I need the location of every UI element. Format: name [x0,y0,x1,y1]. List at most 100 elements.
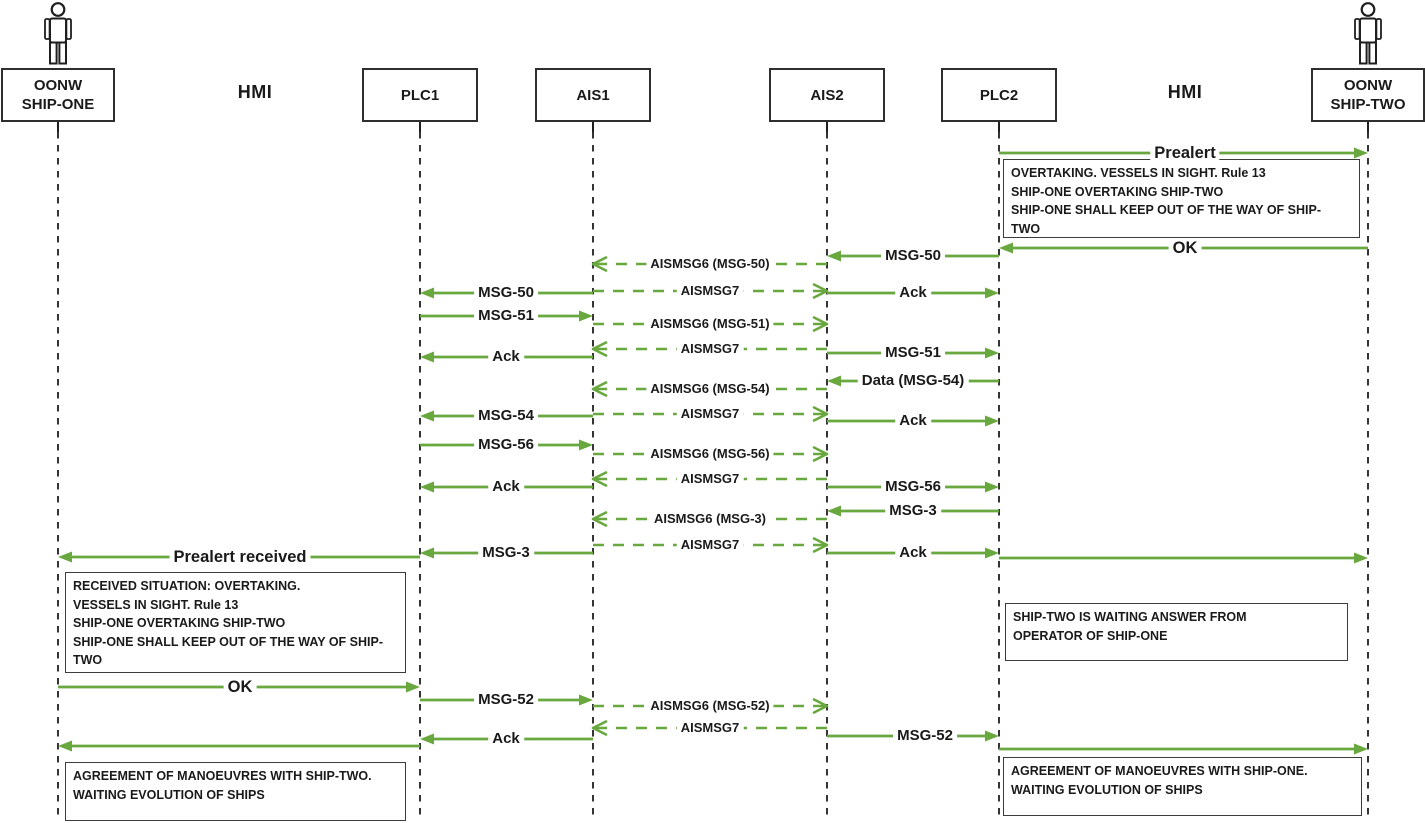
message-aismsg7-32-label: AISMSG7 [676,720,744,736]
arrowhead-filled [420,287,434,299]
message-msg-50-5-label: MSG-50 [474,284,538,302]
participant-plc2: PLC2 [941,68,1057,122]
note-line: AGREEMENT OF MANOEUVRES WITH SHIP-TWO. [73,769,372,783]
arrowhead-filled [999,242,1013,254]
participant-hmi-left: HMI [237,82,273,102]
arrowhead-open [591,471,608,487]
arrowhead-open [591,256,608,272]
message-msg-52-33-label: MSG-52 [893,727,957,745]
message-msg-3-22-label: MSG-3 [885,502,941,520]
message-data-msg-54-12-label: Data (MSG-54) [857,372,969,390]
message-prealert-received-27-label: Prealert received [169,547,311,567]
arrowhead-filled [985,547,999,559]
message-msg-52-30-label: MSG-52 [474,691,538,709]
note-line: OPERATOR OF SHIP-ONE [1013,628,1168,643]
arrowhead-open [812,698,829,714]
message-ack-6-label: Ack [895,284,931,302]
arrowhead-open [812,537,829,553]
participant-hmi-right: HMI [1167,82,1203,102]
message-aismsg7-4-label: AISMSG7 [676,283,744,299]
arrowhead-open [591,511,608,527]
arrowhead-filled [58,740,72,752]
message-aismsg7-19-label: AISMSG7 [676,471,744,487]
arrowhead-filled [58,551,72,563]
arrowhead-filled [985,481,999,493]
arrowhead-filled [579,310,593,322]
message-msg-54-15-label: MSG-54 [474,407,538,425]
arrowhead-filled [985,347,999,359]
note-line: OVERTAKING. VESSELS IN SIGHT. Rule 13 [1011,166,1266,180]
message-msg-51-7-label: MSG-51 [474,307,538,325]
note-line: TWO [73,653,103,667]
note-line: RECEIVED SITUATION: OVERTAKING. [73,579,301,593]
message-msg-56-21-label: MSG-56 [881,478,945,496]
message-aismsg6-msg-52-31-label: AISMSG6 (MSG-52) [646,698,774,714]
note-waiting-answer-ship-two: SHIP-TWO IS WAITING ANSWER FROM OPERATOR … [1005,603,1348,661]
message-ack-20-label: Ack [488,478,524,496]
arrowhead-filled [420,410,434,422]
note-line: AGREEMENT OF MANOEUVRES WITH SHIP-ONE. [1011,764,1308,778]
arrowhead-filled [420,481,434,493]
note-overtaking-ship-two: OVERTAKING. VESSELS IN SIGHT. Rule 13 SHI… [1003,159,1360,238]
message-msg-50-2-label: MSG-50 [881,247,945,265]
message-ack-11-label: Ack [488,348,524,366]
arrowhead-filled [579,694,593,706]
note-line: SHIP-ONE SHALL KEEP OUT OF THE WAY OF SH… [73,634,383,649]
arrowhead-filled [420,351,434,363]
person-icon [1354,2,1382,65]
message-ack-26-label: Ack [895,544,931,562]
message-aismsg7-9-label: AISMSG7 [676,341,744,357]
note-received-situation-ship-one: RECEIVED SITUATION: OVERTAKING. VESSELS I… [65,572,406,673]
message-ack-16-label: Ack [895,412,931,430]
note-line: WAITING EVOLUTION OF SHIPS [73,787,265,802]
participant-label-line: SHIP-ONE [21,96,95,113]
arrowhead-open [812,283,829,299]
message-aismsg7-14-label: AISMSG7 [676,406,744,422]
note-line: SHIP-ONE OVERTAKING SHIP-TWO [73,616,286,630]
arrowhead-filled [1354,743,1368,755]
arrowhead-open [812,446,829,462]
arrowhead-filled [985,415,999,427]
message-aismsg6-msg-56-18-label: AISMSG6 (MSG-56) [646,446,774,462]
note-line: TWO [1011,221,1041,236]
message-msg-56-17-label: MSG-56 [474,436,538,454]
arrowhead-filled [827,250,841,262]
participant-label-line: OONW [1343,77,1393,94]
arrowhead-filled [827,505,841,517]
arrowhead-filled [1354,552,1368,564]
arrowhead-filled [579,439,593,451]
participant-ais1: AIS1 [535,68,651,122]
note-agreement-ship-one-side: AGREEMENT OF MANOEUVRES WITH SHIP-TWO. WA… [65,762,406,821]
message-aismsg6-msg-54-13-label: AISMSG6 (MSG-54) [646,381,774,397]
arrowhead-open [812,406,829,422]
note-line: SHIP-ONE OVERTAKING SHIP-TWO [1011,184,1224,199]
arrowhead-filled [1354,147,1368,159]
participant-oonw-ship-one: OONW SHIP-ONE [1,68,115,122]
participant-label-line: SHIP-TWO [1330,96,1406,113]
arrowhead-filled [827,375,841,387]
person-icon [44,2,72,65]
message-aismsg6-msg-51-8-label: AISMSG6 (MSG-51) [646,316,774,332]
arrowhead-open [591,720,608,736]
message-ok-29-label: OK [223,677,257,697]
message-prealert-0-label: Prealert [1150,143,1220,163]
note-line: WAITING EVOLUTION OF SHIPS [1011,782,1203,797]
note-line: VESSELS IN SIGHT. Rule 13 [73,597,239,612]
message-aismsg6-msg-3-23-label: AISMSG6 (MSG-3) [650,511,770,527]
participant-label-line: OONW [33,77,83,94]
arrowhead-open [591,381,608,397]
message-aismsg6-msg-50-3-label: AISMSG6 (MSG-50) [646,256,774,272]
participant-plc1: PLC1 [362,68,478,122]
note-line: SHIP-TWO IS WAITING ANSWER FROM [1013,610,1247,624]
message-msg-51-10-label: MSG-51 [881,344,945,362]
arrowhead-open [812,316,829,332]
arrowhead-open [591,341,608,357]
note-line: SHIP-ONE SHALL KEEP OUT OF THE WAY OF SH… [1011,203,1321,217]
message-ack-34-label: Ack [488,730,524,748]
arrowhead-filled [420,547,434,559]
message-aismsg7-24-label: AISMSG7 [676,537,744,553]
participant-oonw-ship-two: OONW SHIP-TWO [1311,68,1425,122]
arrowhead-filled [420,733,434,745]
arrowhead-filled [985,287,999,299]
participant-ais2: AIS2 [769,68,885,122]
